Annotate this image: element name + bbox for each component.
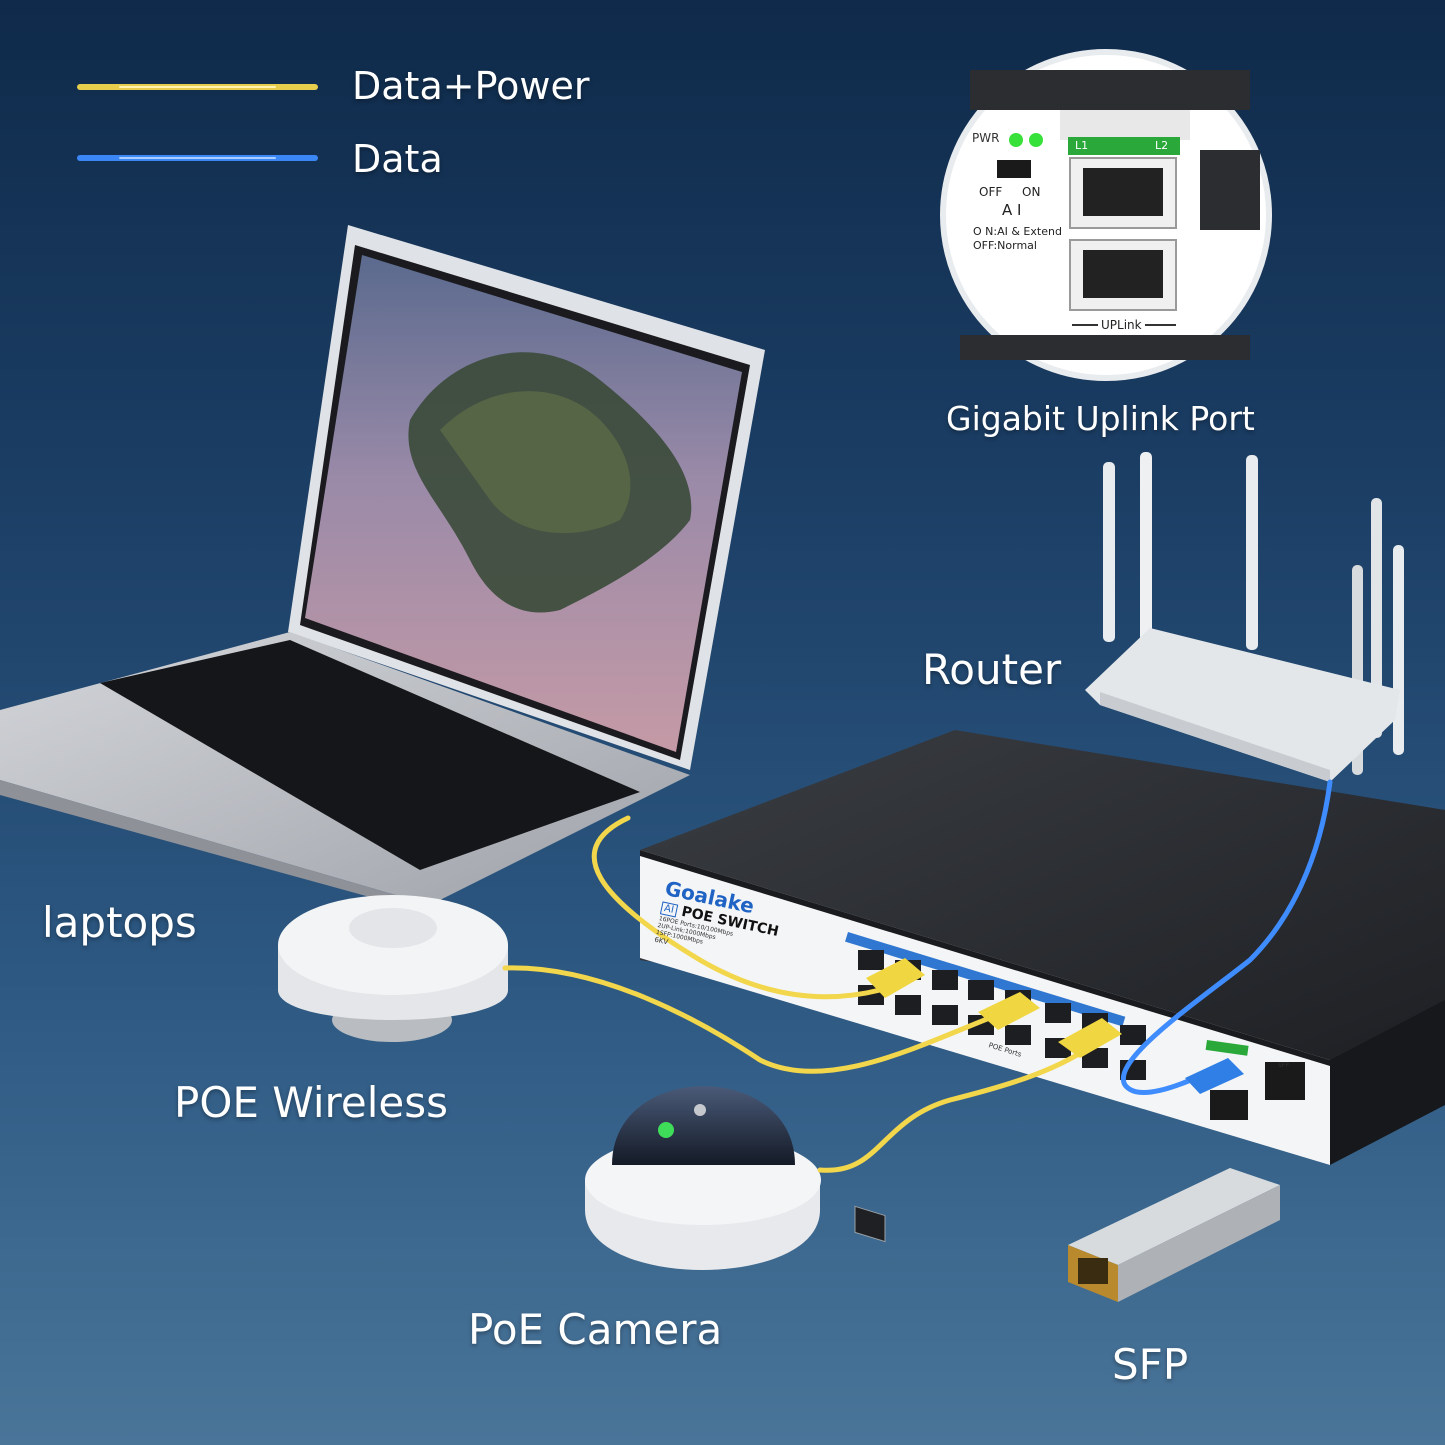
pwr-led-1 [1009,133,1023,147]
legend-data-power-label: Data+Power [352,64,590,108]
router-cable-plug [1185,1058,1244,1094]
l2-label: L2 [1155,139,1169,152]
sfp-label: SFP [1112,1340,1189,1389]
pwr-label: PWR [972,131,1000,145]
pwr-led-2 [1029,133,1043,147]
legend-data-label: Data [352,137,443,181]
cable-laptop-data-power [591,815,883,1000]
laptop-label: laptops [42,898,197,947]
mode-on-label: O N:AI & Extend [973,225,1062,238]
wireless-label: POE Wireless [174,1078,449,1127]
cable-camera-data-power [817,1037,1103,1173]
uplink-callout [940,49,1272,381]
off-label: OFF [979,185,1003,199]
poe-camera-device [585,1086,821,1270]
on-label: ON [1022,185,1041,199]
ai-switch[interactable] [997,160,1031,178]
poe-switch-device [640,730,1445,1243]
poe-wireless-ap-device [278,895,508,1042]
laptop-device [0,225,765,915]
switch-ai-badge: AI [659,900,679,917]
cables [502,779,1333,1173]
router-label: Router [922,645,1062,694]
router-device [1085,452,1404,782]
cable-router-data [1120,779,1333,1096]
l1-label: L1 [1075,139,1089,152]
ai-label: A I [1002,201,1022,219]
camera-label: PoE Camera [468,1305,723,1354]
sfp-module-device [1068,1168,1280,1302]
uplink-callout-title: Gigabit Uplink Port [946,399,1255,438]
switch-sfp-label: SFP [1278,1062,1289,1069]
cable-ap-data-power [502,965,1008,1074]
uplink-port-label: UPLink [1098,318,1145,332]
cable-plugs [866,958,1122,1058]
mode-off-label: OFF:Normal [973,239,1037,252]
